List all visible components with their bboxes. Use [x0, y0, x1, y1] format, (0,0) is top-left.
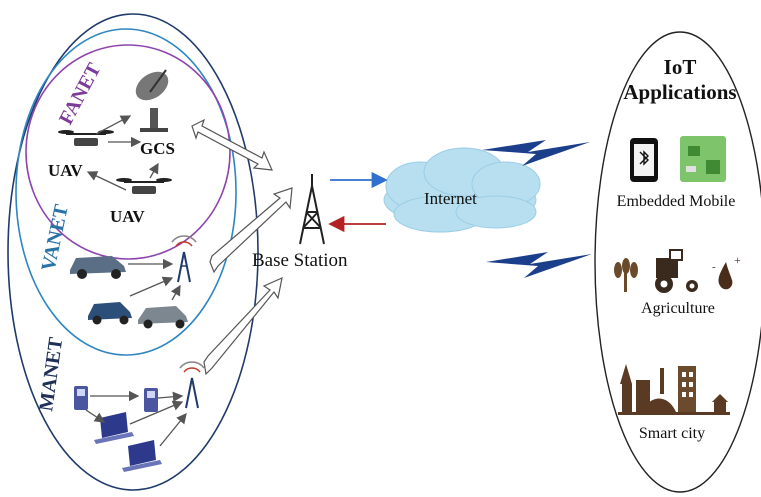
app-label-smart-city: Smart city — [639, 425, 705, 442]
mobile-phone-icon-2 — [144, 388, 158, 412]
manet-outer-ellipse — [7, 13, 259, 491]
smartphone-bluetooth-icon — [630, 138, 658, 182]
base-station-label: Base Station — [252, 250, 348, 271]
uav-label-top: UAV — [48, 161, 83, 180]
uav-label-bottom: UAV — [110, 207, 145, 226]
smart-city-buildings-icon — [618, 364, 730, 415]
uav-drone-icon-top — [58, 130, 114, 146]
svg-text:+: + — [734, 253, 741, 267]
wireless-link-bolt-bottom — [486, 252, 592, 278]
car-icon-2 — [88, 302, 132, 325]
embedded-board-icon — [680, 136, 726, 182]
water-drop-icon: - + — [712, 253, 741, 290]
wireless-link-bolt-top — [482, 140, 590, 166]
vanet-ellipse — [15, 28, 237, 356]
car-icon-1 — [70, 256, 126, 279]
uav-drone-icon-bottom — [116, 178, 172, 194]
iot-title-line2: Applications — [623, 80, 736, 104]
manet-antenna-icon — [179, 361, 205, 409]
internet-cloud-icon — [383, 147, 541, 233]
manet-label: MANET — [35, 335, 67, 412]
mobile-phone-icon-1 — [74, 386, 88, 410]
internet-label: Internet — [424, 189, 477, 208]
car-icon-3 — [138, 306, 188, 329]
laptop-icon-1 — [94, 412, 134, 444]
laptop-icon-2 — [122, 440, 162, 472]
iot-applications-ellipse — [594, 31, 761, 493]
iot-title-line1: IoT — [664, 55, 697, 79]
vanet-antenna-icon — [171, 235, 197, 283]
manet-link-arrow — [203, 276, 283, 376]
app-label-agriculture: Agriculture — [641, 300, 715, 317]
vanet-link-arrow — [209, 187, 293, 274]
fanet-ellipse — [25, 44, 231, 260]
gcs-dish-icon — [135, 69, 169, 132]
tractor-icon — [655, 249, 698, 293]
fanet-link-arrow — [191, 118, 273, 171]
base-station-tower-icon — [299, 174, 325, 245]
wheat-icon — [614, 258, 638, 292]
gcs-label: GCS — [140, 139, 175, 158]
svg-text:-: - — [712, 261, 716, 273]
app-label-embedded-mobile: Embedded Mobile — [617, 193, 736, 210]
